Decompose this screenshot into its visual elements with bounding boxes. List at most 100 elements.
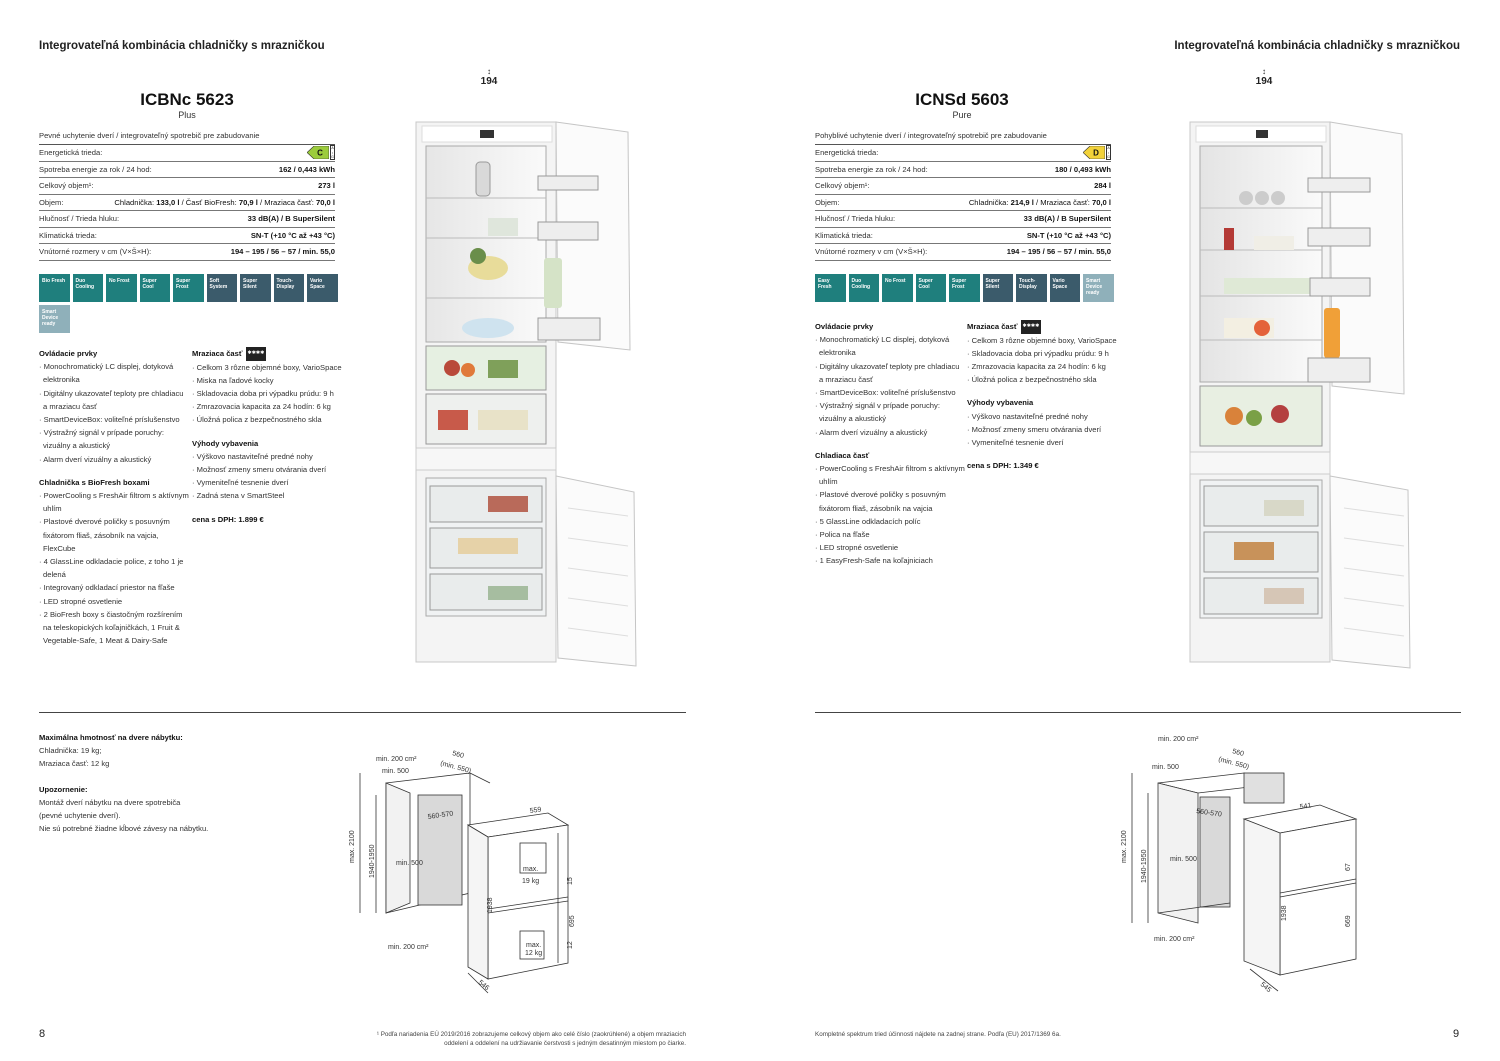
feature-badge: Super Cool — [915, 274, 946, 302]
feature-item: · Vymeniteľné tesnenie dverí — [192, 478, 289, 488]
feature-badge: Easy Fresh — [815, 274, 846, 302]
spec-intro: Pevné uchytenie dverí / integrovateľný s… — [39, 131, 335, 145]
feature-item: · Celkom 3 rôzne objemné boxy, VarioSpac… — [967, 335, 1117, 345]
section-heading: Mraziaca časť✱✱✱✱ — [192, 347, 342, 361]
spec-value: SN-T (+10 °C až +43 °C) — [250, 230, 335, 240]
model-title-left: ICBNc 5623 — [140, 90, 234, 109]
arrow-up-icon: ↕ — [487, 67, 491, 76]
svg-text:min. 200 cm²: min. 200 cm² — [1158, 736, 1199, 743]
feature-item: · Výstražný signál v prípade poruchy: vi… — [815, 401, 940, 424]
feature-item: · Alarm dverí vizuálny a akustický — [39, 454, 152, 464]
section-heading: Chladiaca časť — [815, 450, 870, 460]
feature-item: · Alarm dverí vizuálny a akustický — [815, 427, 928, 437]
feature-item: · Skladovacia doba pri výpadku prúdu: 9 … — [192, 389, 334, 398]
feature-item: · PowerCooling s FreshAir filtrom s aktí… — [39, 491, 189, 514]
spec-row: Celkový objem¹:284 l — [815, 178, 1111, 195]
feature-badge: Super Frost — [949, 274, 980, 302]
spec-row: Klimatická trieda: SN-T (+10 °C až +43 °C… — [815, 228, 1111, 244]
spec-value: 33 dB(A) / B SuperSilent — [247, 214, 335, 224]
spec-value: 273 l — [318, 181, 335, 191]
divider-left — [39, 712, 686, 713]
spec-label: Objem: — [39, 197, 64, 207]
svg-text:max. 2100: max. 2100 — [349, 830, 356, 863]
feature-item: · Miska na ľadové kocky — [192, 375, 274, 385]
feature-badge: Touch-Display — [1016, 274, 1047, 302]
spec-label: Objem: — [815, 197, 840, 207]
feature-badge: Bio Fresh — [39, 274, 70, 302]
footnote-left: ¹ Podľa nariadenia EÚ 2019/2016 zobrazuj… — [376, 1031, 686, 1047]
spec-label: Hlučnosť / Trieda hluku: — [39, 214, 120, 224]
page-header-left: Integrovateľná kombinácia chladničky s m… — [39, 40, 325, 52]
footnote-right: Kompletné spektrum tried účinnosti nájde… — [815, 1031, 1061, 1038]
feature-item: · SmartDeviceBox: voliteľné príslušenstv… — [815, 388, 956, 398]
energy-arrow-icon: C — [307, 146, 329, 160]
features-col1-left: Ovládacie prvky· Monochromatický LC disp… — [39, 347, 189, 647]
feature-badge: Duo Cooling — [848, 274, 879, 302]
features-col2-left: Mraziaca časť✱✱✱✱· Celkom 3 rôzne objemn… — [192, 347, 342, 526]
feature-item: · Monochromatický LC displej, dotyková e… — [815, 335, 950, 358]
spec-row: Hlučnosť / Trieda hluku:33 dB(A) / B Sup… — [815, 211, 1111, 228]
feature-item: · Možnosť zmeny smeru otvárania dverí — [967, 424, 1102, 434]
feature-badge: No Frost — [106, 274, 137, 302]
svg-text:max.: max. — [526, 942, 541, 949]
feature-item: · LED stropné osvetlenie — [815, 543, 899, 553]
spec-table-left: Pevné uchytenie dverí / integrovateľný s… — [39, 131, 335, 261]
divider-right — [815, 712, 1461, 713]
feature-item: · Možnosť zmeny smeru otvárania dverí — [192, 465, 327, 475]
feature-item: · Zadná stena v SmartSteel — [192, 491, 285, 501]
spec-label: Celkový objem¹: — [39, 181, 94, 191]
feature-badge: Super Frost — [173, 274, 204, 302]
svg-text:(min. 550): (min. 550) — [439, 760, 471, 775]
svg-text:560-570: 560-570 — [427, 810, 454, 821]
svg-text:min. 200 cm²: min. 200 cm² — [388, 944, 429, 951]
model-line-left: Plus — [178, 110, 196, 120]
spec-value: 162 / 0,443 kWh — [278, 164, 335, 174]
spec-label: Klimatická trieda: — [815, 230, 873, 240]
feature-item: · Integrovaný odkladací priestor na fľaš… — [39, 583, 175, 593]
svg-text:15: 15 — [567, 877, 574, 885]
spec-value: 284 l — [1094, 181, 1111, 191]
section-heading: Výhody vybavenia — [192, 438, 259, 448]
svg-text:min. 500: min. 500 — [1152, 764, 1179, 771]
section-heading: Ovládacie prvky — [815, 322, 874, 331]
svg-text:min. 500: min. 500 — [1170, 856, 1197, 863]
mount-notes-left: Maximálna hmotnosť na dvere nábytku: Chl… — [39, 731, 299, 835]
page-number-left: 8 — [39, 1028, 46, 1040]
spec-row: Objem: Chladnička: 133,0 l / Časť BioFre… — [39, 195, 335, 211]
svg-text:695: 695 — [569, 915, 576, 927]
feature-badge: Soft System — [206, 274, 237, 302]
svg-text:545: 545 — [1259, 981, 1273, 994]
price: cena s DPH: 1.349 € — [967, 461, 1039, 471]
svg-text:1938: 1938 — [487, 897, 494, 913]
height-marker-left: ↕ 194 — [474, 67, 504, 88]
feature-badge: Super Cool — [139, 274, 170, 302]
mount-heading: Maximálna hmotnosť na dvere nábytku: — [39, 733, 183, 742]
svg-text:max.: max. — [523, 866, 538, 873]
spec-label: Spotreba energie za rok / 24 hod: — [39, 164, 152, 174]
feature-badge: Touch-Display — [273, 274, 304, 302]
fridge-image-right — [1189, 121, 1411, 669]
feature-badge: Smart Device ready — [39, 305, 70, 333]
energy-arrow-icon: D — [1083, 146, 1105, 160]
feature-badge: Vario Space — [307, 274, 338, 302]
mount-line: Nie sú potrebné žiadne kĺbové závesy na … — [39, 824, 209, 833]
feature-item: · Plastové dverové poličky s posuvným fi… — [39, 517, 170, 553]
spec-table-right: Pohyblivé uchytenie dverí / integrovateľ… — [815, 131, 1111, 261]
feature-item: · Vymeniteľné tesnenie dverí — [967, 438, 1064, 448]
svg-text:(min. 550): (min. 550) — [1217, 756, 1249, 771]
spec-label: Vnútorné rozmery v cm (V×Š×H): — [815, 247, 928, 257]
energy-label-icon: D A↕G — [1083, 145, 1111, 161]
feature-item: · 4 GlassLine odkladacie police, z toho … — [39, 557, 184, 580]
mount-line: Montáž dverí nábytku na dvere spotrebiča — [39, 798, 181, 807]
section-heading: Mraziaca časť✱✱✱✱ — [967, 320, 1117, 334]
page-number-right: 9 — [1453, 1028, 1460, 1040]
feature-item: · Monochromatický LC displej, dotyková e… — [39, 362, 174, 385]
spec-value: SN-T (+10 °C až +43 °C) — [1026, 230, 1111, 240]
svg-text:560-570: 560-570 — [1196, 808, 1223, 819]
energy-label-icon: C A↕G — [307, 145, 335, 161]
feature-item: · 2 BioFresh boxy s čiastočným rozšírení… — [39, 609, 183, 646]
installation-diagram-right: min. 200 cm² min. 500 560 (min. 550) 560… — [1121, 736, 1358, 994]
feature-item: · Digitálny ukazovateľ teploty pre chlad… — [39, 388, 184, 411]
svg-text:min. 500: min. 500 — [382, 768, 409, 775]
